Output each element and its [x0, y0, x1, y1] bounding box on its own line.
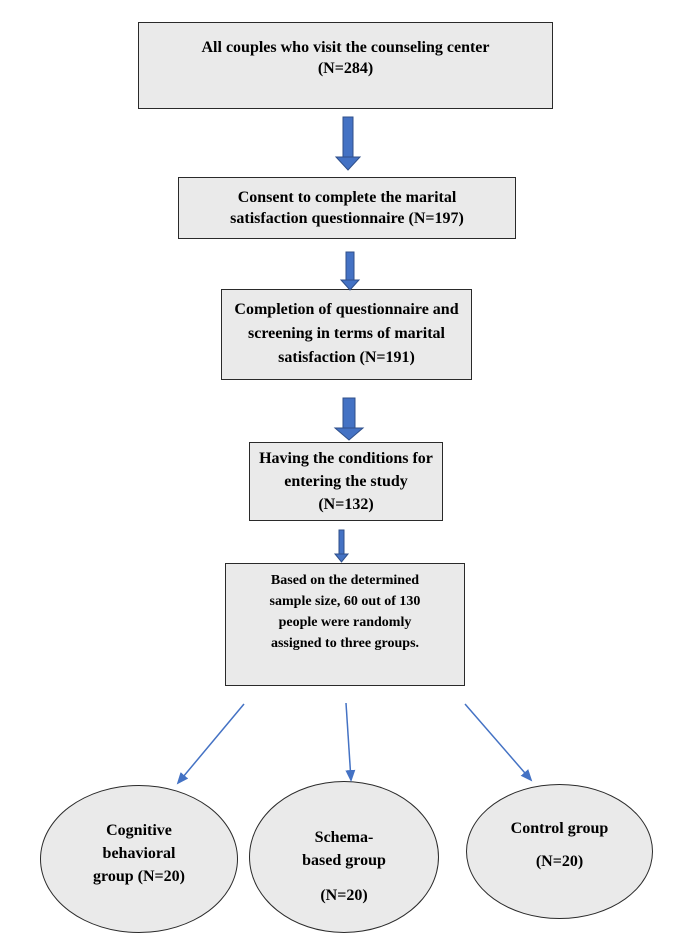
group-control: Control group (N=20) — [466, 784, 653, 919]
group-text-line: behavioral — [102, 845, 176, 862]
box-text-line: satisfaction questionnaire (N=197) — [230, 210, 464, 227]
block-arrow-3 — [333, 397, 365, 441]
box-text-line: All couples who visit the counseling cen… — [201, 39, 490, 56]
flow-box-randomization: Based on the determined sample size, 60 … — [225, 563, 465, 686]
box-text-line: screening in terms of marital — [248, 325, 445, 342]
arrow-to-control — [464, 703, 533, 782]
flow-box-all-couples: All couples who visit the counseling cen… — [138, 22, 553, 109]
group-schema-based: Schema- based group (N=20) — [249, 781, 439, 933]
box-text-line: Consent to complete the marital — [237, 189, 457, 206]
group-text-line: Control group — [510, 820, 609, 837]
flow-box-eligible: Having the conditions for entering the s… — [249, 442, 443, 521]
box-text-line: Based on the determined — [270, 573, 420, 588]
group-cognitive-behavioral: Cognitive behavioral group (N=20) — [40, 785, 238, 933]
group-text-line: based group — [302, 852, 386, 869]
arrow-to-schema-based — [345, 702, 356, 782]
group-text-line: (N=20) — [320, 887, 368, 904]
box-text-line: assigned to three groups. — [270, 636, 420, 651]
box-text-line: Having the conditions for — [259, 450, 433, 467]
flow-box-completion: Completion of questionnaire and screenin… — [221, 289, 472, 380]
block-arrow-4 — [333, 529, 350, 563]
arrow-to-cognitive-behavioral — [176, 703, 245, 785]
box-text-line: (N=132) — [318, 496, 374, 513]
group-text-line: group (N=20) — [93, 868, 185, 885]
box-text-line: (N=284) — [317, 60, 374, 77]
box-text-line: Completion of questionnaire and — [234, 301, 459, 318]
block-arrow-2 — [339, 251, 361, 291]
group-text-line: Schema- — [314, 829, 374, 846]
group-text-line: Cognitive — [106, 822, 172, 839]
group-text-line: (N=20) — [535, 853, 584, 870]
box-text-line: people were randomly — [278, 615, 412, 630]
block-arrow-1 — [334, 116, 362, 171]
flow-box-consent: Consent to complete the marital satisfac… — [178, 177, 516, 239]
box-text-line: entering the study — [284, 473, 408, 490]
box-text-line: sample size, 60 out of 130 — [269, 594, 421, 609]
box-text-line: satisfaction (N=191) — [278, 349, 415, 366]
